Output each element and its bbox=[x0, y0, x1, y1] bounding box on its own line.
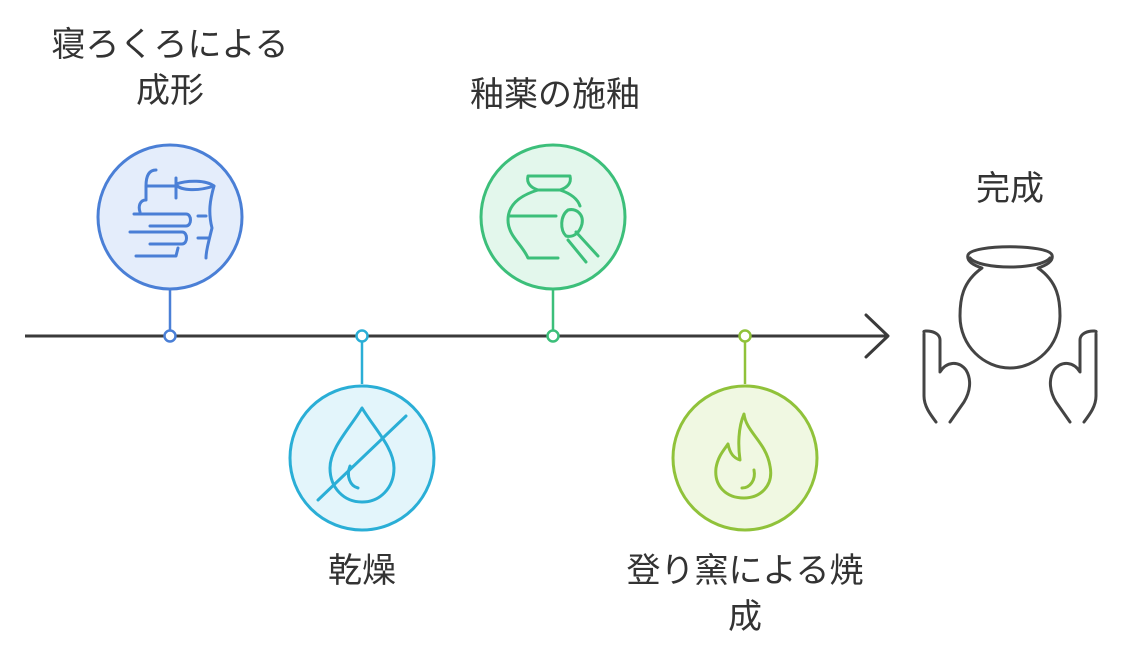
flame-icon bbox=[714, 412, 773, 500]
step-2-milestone bbox=[288, 329, 436, 532]
step-4-label: 登り窯による焼 成 bbox=[626, 551, 864, 637]
final-label: 完成 bbox=[976, 169, 1044, 209]
step-1-milestone bbox=[96, 143, 244, 343]
glazing-brush-pot-icon bbox=[506, 174, 600, 264]
no-water-drop-icon bbox=[316, 406, 408, 504]
timeline-arrowhead bbox=[864, 313, 890, 359]
hands-holding-vase-icon bbox=[922, 245, 1098, 424]
step-2-label: 乾燥 bbox=[328, 551, 396, 591]
step-3-milestone bbox=[479, 143, 627, 343]
step-4-milestone bbox=[671, 329, 819, 532]
step-3-label: 釉薬の施釉 bbox=[470, 75, 640, 115]
step-1-label: 寝ろくろによる 成形 bbox=[51, 25, 289, 111]
hand-shaping-pot-icon bbox=[128, 168, 216, 260]
